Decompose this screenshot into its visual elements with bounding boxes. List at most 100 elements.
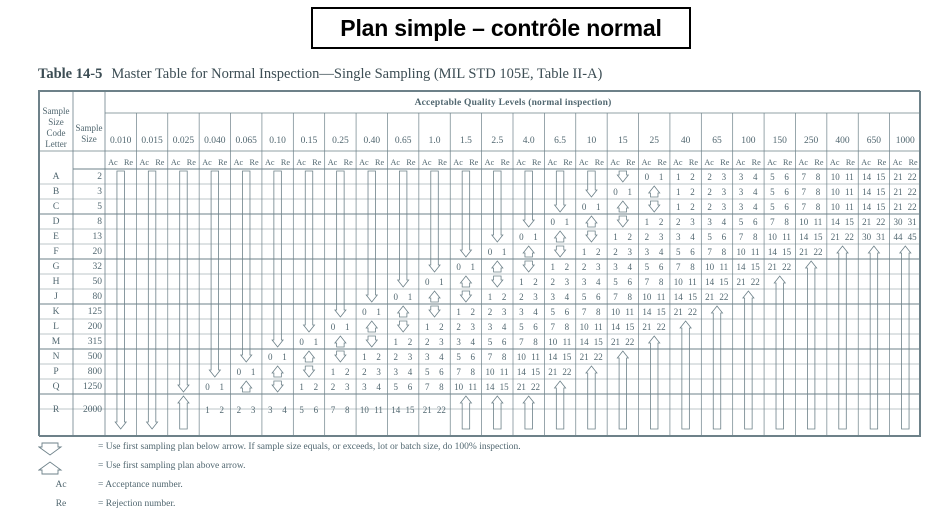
ac-value-cell: 1	[519, 276, 524, 287]
code-letter-cell: C	[52, 201, 60, 212]
re-value-cell: 3	[407, 351, 413, 362]
ac-header: Ac	[641, 158, 652, 167]
ac-value-cell: 0	[268, 351, 273, 362]
re-value-cell: 22	[719, 291, 729, 302]
ac-value-cell: 7	[581, 306, 587, 317]
ac-value-cell: 1	[613, 231, 618, 242]
code-letter-cell: L	[53, 321, 59, 332]
re-value-cell: 3	[376, 366, 381, 377]
ac-value-cell: 2	[644, 231, 650, 242]
ac-value-cell: 0	[205, 381, 210, 392]
sample-size-cell: 5	[97, 201, 102, 212]
re-value-cell: 3	[596, 261, 601, 272]
ac-value-cell: 5	[550, 306, 555, 317]
sample-size-cell: 2000	[83, 405, 102, 415]
ac-header: Ac	[892, 158, 903, 167]
re-value-cell: 6	[690, 246, 695, 257]
re-value-cell: 3	[250, 405, 256, 415]
re-value-cell: 4	[376, 381, 381, 392]
re-value-cell: 6	[784, 171, 789, 182]
ac-value-cell: 1	[676, 186, 681, 197]
re-value-cell: 8	[564, 321, 570, 332]
ac-header: Ac	[610, 158, 620, 167]
re-value-cell: 1	[407, 291, 413, 302]
ac-value-cell: 7	[707, 246, 712, 257]
ac-value-cell: 14	[736, 261, 746, 272]
arrow-up-icon	[38, 461, 63, 475]
re-header: Re	[657, 158, 667, 167]
ac-value-cell: 14	[862, 186, 872, 197]
re-value-cell: 8	[627, 291, 632, 302]
ac-value-cell: 0	[424, 276, 430, 287]
ac-value-cell: 2	[707, 186, 712, 197]
ac-value-cell: 10	[579, 321, 589, 332]
re-value-cell: 6	[564, 306, 570, 317]
aql-column-header: 1.0	[428, 136, 441, 146]
re-value-cell: 22	[782, 261, 792, 272]
legend-row: = Use first sampling plan above arrow.	[38, 459, 918, 478]
ac-header: Ac	[578, 158, 589, 167]
ac-value-cell: 14	[548, 351, 558, 362]
re-value-cell: 8	[533, 336, 538, 347]
re-value-cell: 2	[690, 186, 695, 197]
ac-value-cell: 5	[738, 216, 744, 227]
stub-header-sample-size: Size	[81, 134, 97, 144]
ac-value-cell: 0	[613, 186, 618, 197]
re-header: Re	[469, 158, 479, 167]
ac-value-cell: 3	[456, 336, 461, 347]
code-letter-cell: J	[54, 291, 58, 302]
re-value-cell: 2	[533, 276, 538, 287]
re-value-cell: 2	[407, 336, 413, 347]
ac-value-cell: 5	[676, 246, 681, 257]
re-value-cell: 11	[845, 201, 854, 212]
ac-header: Ac	[139, 158, 149, 167]
ac-header: Ac	[453, 158, 463, 167]
ac-value-cell: 10	[454, 381, 464, 392]
ac-value-cell: 14	[767, 246, 777, 257]
ac-value-cell: 7	[644, 276, 650, 287]
ac-value-cell: 5	[770, 171, 775, 182]
ac-value-cell: 10	[705, 261, 715, 272]
re-value-cell: 22	[687, 306, 697, 317]
re-value-cell: 15	[499, 381, 509, 392]
re-value-cell: 11	[813, 216, 823, 227]
ac-value-cell: 7	[424, 381, 430, 392]
re-value-cell: 15	[405, 405, 415, 415]
re-value-cell: 11	[782, 231, 791, 242]
re-value-cell: 11	[499, 366, 509, 377]
ac-value-cell: 2	[550, 276, 555, 287]
ac-value-cell: 30	[893, 216, 903, 227]
re-value-cell: 4	[501, 321, 507, 332]
re-value-cell: 2	[470, 306, 476, 317]
legend-text: = Use first sampling plan below arrow. I…	[98, 442, 521, 452]
code-letter-cell: B	[52, 186, 60, 197]
re-value-cell: 8	[784, 216, 789, 227]
re-header: Re	[218, 158, 228, 167]
ac-value-cell: 7	[801, 186, 807, 197]
re-value-cell: 22	[813, 246, 823, 257]
table-legend: = Use first sampling plan below arrow. I…	[38, 440, 918, 516]
re-value-cell: 8	[501, 351, 507, 362]
ac-value-cell: 21	[736, 276, 746, 287]
ac-header: Ac	[202, 158, 212, 167]
re-value-cell: 1	[313, 336, 319, 347]
re-value-cell: 1	[344, 321, 350, 332]
aql-column-header: 400	[835, 136, 850, 146]
aql-column-header: 1000	[895, 136, 915, 146]
table-caption-label: Table 14-5	[38, 66, 103, 82]
ac-value-cell: 14	[799, 231, 809, 242]
legend-row: = Use first sampling plan below arrow. I…	[38, 440, 918, 459]
re-value-cell: 8	[439, 381, 444, 392]
ac-value-cell: 1	[456, 306, 461, 317]
ac-value-cell: 5	[581, 291, 587, 302]
stub-header-code-letter: Letter	[45, 139, 67, 149]
ac-value-cell: 2	[330, 381, 336, 392]
ac-header: Ac	[108, 158, 118, 167]
aql-column-header: 2.5	[491, 136, 504, 146]
re-value-cell: 15	[876, 201, 886, 212]
re-value-cell: 3	[721, 171, 727, 182]
ac-value-cell: 2	[424, 336, 430, 347]
sample-size-cell: 3	[97, 186, 102, 197]
ac-value-cell: 2	[707, 201, 712, 212]
